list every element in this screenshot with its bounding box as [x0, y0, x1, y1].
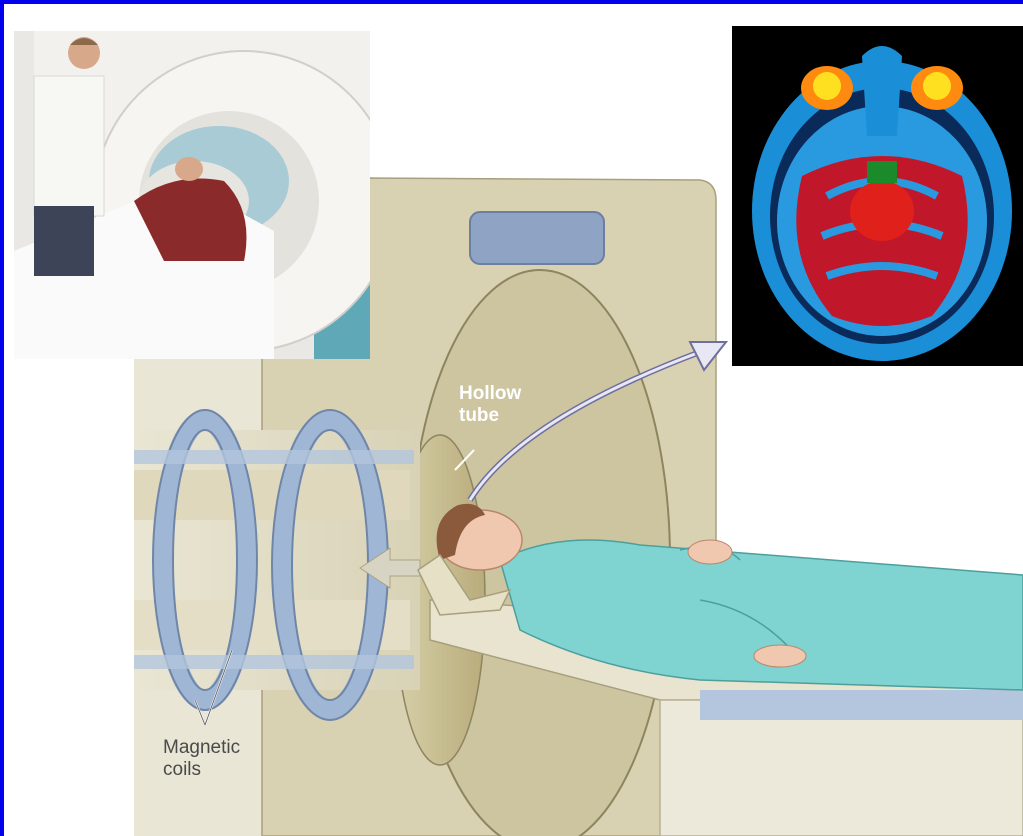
mri-brain-scan-image: [732, 26, 1023, 366]
mri-photo: [14, 31, 370, 359]
table-base: [660, 700, 1023, 836]
patient-hand-1: [688, 540, 732, 564]
hollow-tube-label: Hollow tube: [459, 383, 521, 427]
scanner-display-window: [470, 212, 604, 264]
magnetic-coils-label: Magnetic coils: [163, 737, 240, 781]
patient-hand-2: [754, 645, 806, 667]
